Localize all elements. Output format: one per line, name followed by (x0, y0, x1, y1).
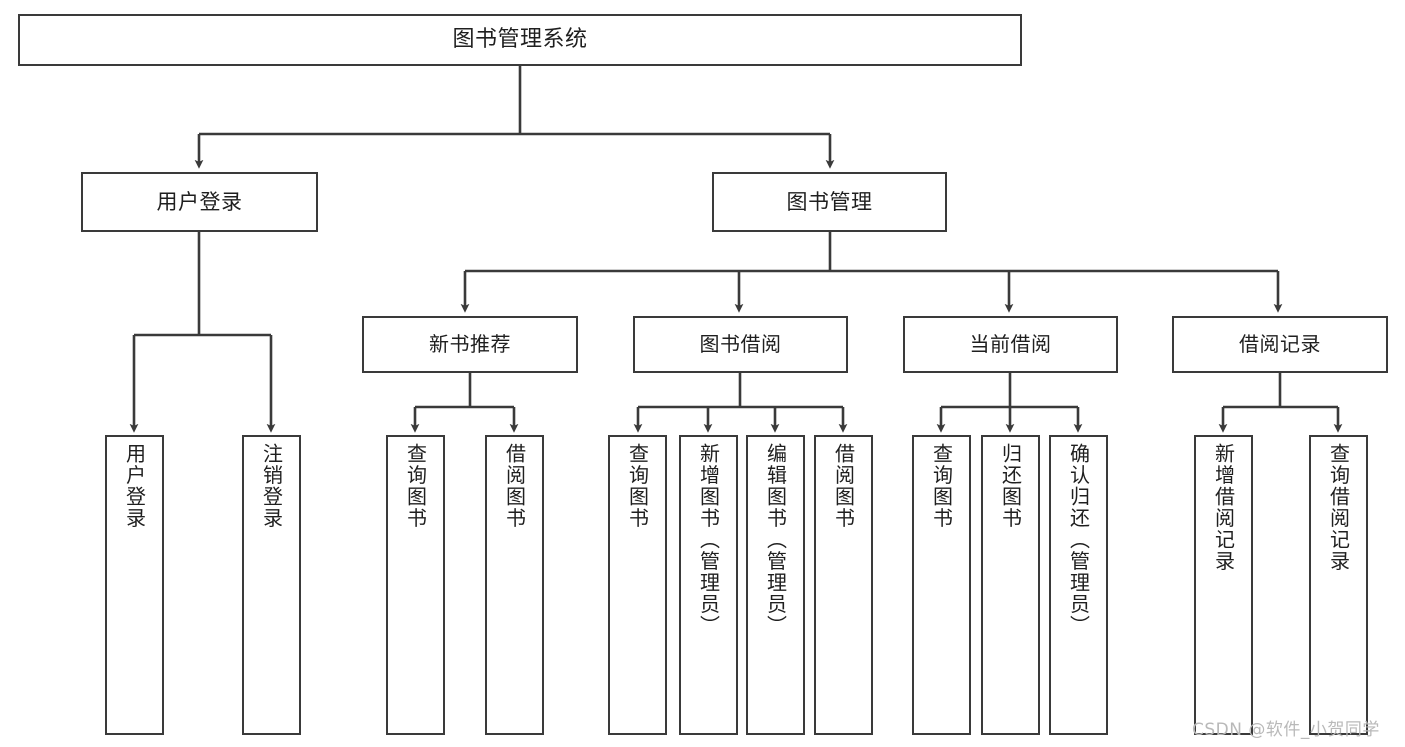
leaf-recommend-query-book[interactable]: 查询图书 (386, 435, 445, 735)
leaf-recommend-borrow-book-label: 借阅图书 (502, 443, 527, 529)
leaf-borrow-borrow-book[interactable]: 借阅图书 (814, 435, 873, 735)
leaf-borrow-edit-book-label: 编辑图书（管理员） (763, 443, 788, 637)
leaf-user-login-logout-label: 注销登录 (259, 443, 284, 529)
leaf-borrow-query-book-label: 查询图书 (625, 443, 650, 529)
leaf-recommend-query-book-label: 查询图书 (403, 443, 428, 529)
leaf-records-query-record[interactable]: 查询借阅记录 (1309, 435, 1368, 735)
leaf-borrow-edit-book[interactable]: 编辑图书（管理员） (746, 435, 805, 735)
leaf-user-login-logout[interactable]: 注销登录 (242, 435, 301, 735)
node-current-borrow-label: 当前借阅 (969, 331, 1052, 356)
node-book-borrow[interactable]: 图书借阅 (633, 316, 848, 373)
node-borrow-records-label: 借阅记录 (1239, 331, 1321, 356)
leaf-current-query-book-label: 查询图书 (929, 443, 954, 529)
leaf-current-confirm-return[interactable]: 确认归还（管理员） (1049, 435, 1108, 735)
leaf-records-add-record-label: 新增借阅记录 (1211, 443, 1236, 572)
node-user-login[interactable]: 用户登录 (81, 172, 318, 232)
leaf-borrow-add-book-label: 新增图书（管理员） (696, 443, 721, 637)
node-new-book-recommend-label: 新书推荐 (429, 331, 511, 356)
node-user-login-label: 用户登录 (156, 189, 243, 214)
watermark: CSDN @软件_小贺同学 (1192, 720, 1380, 740)
leaf-recommend-borrow-book[interactable]: 借阅图书 (485, 435, 544, 735)
leaf-borrow-query-book[interactable]: 查询图书 (608, 435, 667, 735)
leaf-current-return-book[interactable]: 归还图书 (981, 435, 1040, 735)
leaf-user-login-login-label: 用户登录 (122, 443, 147, 529)
leaf-records-query-record-label: 查询借阅记录 (1326, 443, 1351, 572)
node-new-book-recommend[interactable]: 新书推荐 (362, 316, 578, 373)
leaf-records-add-record[interactable]: 新增借阅记录 (1194, 435, 1253, 735)
leaf-borrow-add-book[interactable]: 新增图书（管理员） (679, 435, 738, 735)
node-book-management[interactable]: 图书管理 (712, 172, 947, 232)
node-borrow-records[interactable]: 借阅记录 (1172, 316, 1388, 373)
node-book-management-label: 图书管理 (786, 189, 873, 214)
node-current-borrow[interactable]: 当前借阅 (903, 316, 1118, 373)
leaf-current-return-book-label: 归还图书 (998, 443, 1023, 529)
leaf-current-query-book[interactable]: 查询图书 (912, 435, 971, 735)
leaf-borrow-borrow-book-label: 借阅图书 (831, 443, 856, 529)
node-root[interactable]: 图书管理系统 (18, 14, 1022, 66)
node-root-label: 图书管理系统 (452, 27, 588, 53)
leaf-current-confirm-return-label: 确认归还（管理员） (1066, 443, 1091, 637)
leaf-user-login-login[interactable]: 用户登录 (105, 435, 164, 735)
node-book-borrow-label: 图书借阅 (699, 331, 782, 356)
